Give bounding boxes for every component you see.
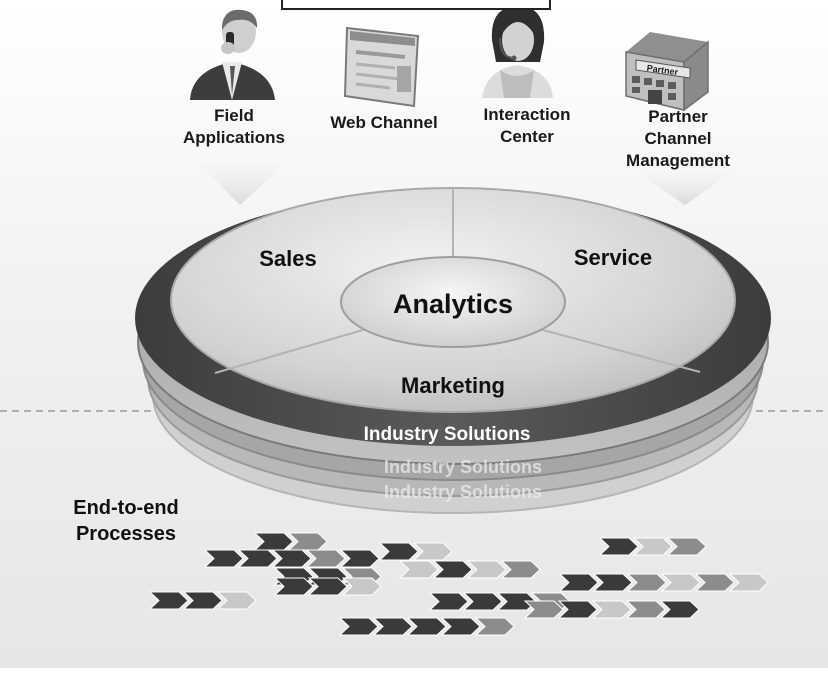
band-echo-1: Industry Solutions — [384, 457, 542, 477]
process-chevron — [474, 617, 515, 636]
process-chevron — [378, 542, 419, 561]
process-chevron — [591, 600, 632, 619]
title-box — [281, 0, 551, 10]
process-chevron — [500, 560, 541, 579]
process-chevron — [660, 573, 701, 592]
analytics-hub — [340, 256, 566, 348]
process-chevron — [462, 592, 503, 611]
process-chevron — [659, 600, 700, 619]
process-chevron — [666, 537, 707, 556]
process-chevron — [203, 549, 244, 568]
segment-divider-left — [214, 329, 364, 374]
disc-stack: Industry Solutions Industry Solutions — [135, 187, 771, 514]
process-arrows — [148, 532, 769, 636]
process-chevron — [341, 577, 382, 596]
process-chevron — [432, 560, 473, 579]
channel-label-field: Field Applications — [182, 106, 285, 147]
channel-beam-right — [620, 160, 735, 205]
process-chevron — [148, 591, 189, 610]
process-chevron — [237, 549, 278, 568]
process-chevron — [428, 592, 469, 611]
process-chevron — [496, 592, 537, 611]
partner-sign-text: Partner — [646, 63, 679, 77]
process-chevron — [728, 573, 769, 592]
process-chevron — [440, 617, 481, 636]
partner-building-icon — [625, 32, 709, 112]
process-chevron — [598, 537, 639, 556]
web-browser-icon — [343, 26, 420, 108]
process-chevron — [216, 591, 257, 610]
process-chevron — [398, 560, 439, 579]
process-chevron — [273, 577, 314, 596]
process-chevron — [372, 617, 413, 636]
process-chevron — [557, 600, 598, 619]
analytics-label: Analytics — [393, 289, 513, 319]
channel-label-interaction: Interaction Center — [483, 105, 571, 146]
band-echo-2: Industry Solutions — [384, 482, 542, 502]
businessman-phone-icon — [190, 9, 275, 100]
process-chevron — [182, 591, 223, 610]
process-chevron — [592, 573, 633, 592]
process-chevron — [632, 537, 673, 556]
segment-divider-right — [542, 329, 701, 373]
segment-label-marketing: Marketing — [401, 373, 505, 398]
process-chevron — [307, 577, 348, 596]
band-label-industry-solutions: Industry Solutions — [364, 424, 531, 445]
call-center-agent-icon — [482, 6, 553, 98]
end-to-end-processes-label: End-to-end Processes — [73, 497, 179, 545]
process-chevron — [625, 600, 666, 619]
segment-label-sales: Sales — [259, 246, 317, 271]
channel-label-partner: Partner Channel Management — [626, 107, 730, 170]
process-chevron — [466, 560, 507, 579]
process-chevron — [338, 617, 379, 636]
process-chevron — [271, 549, 312, 568]
process-chevron — [694, 573, 735, 592]
channel-beam-left — [190, 150, 300, 205]
process-chevron — [406, 617, 447, 636]
process-chevron — [412, 542, 453, 561]
channel-label-web: Web Channel — [330, 113, 438, 132]
process-chevron — [523, 600, 564, 619]
process-chevron — [305, 549, 346, 568]
process-chevron — [558, 573, 599, 592]
segment-label-service: Service — [574, 245, 652, 270]
process-chevron — [626, 573, 667, 592]
process-chevron — [339, 549, 380, 568]
